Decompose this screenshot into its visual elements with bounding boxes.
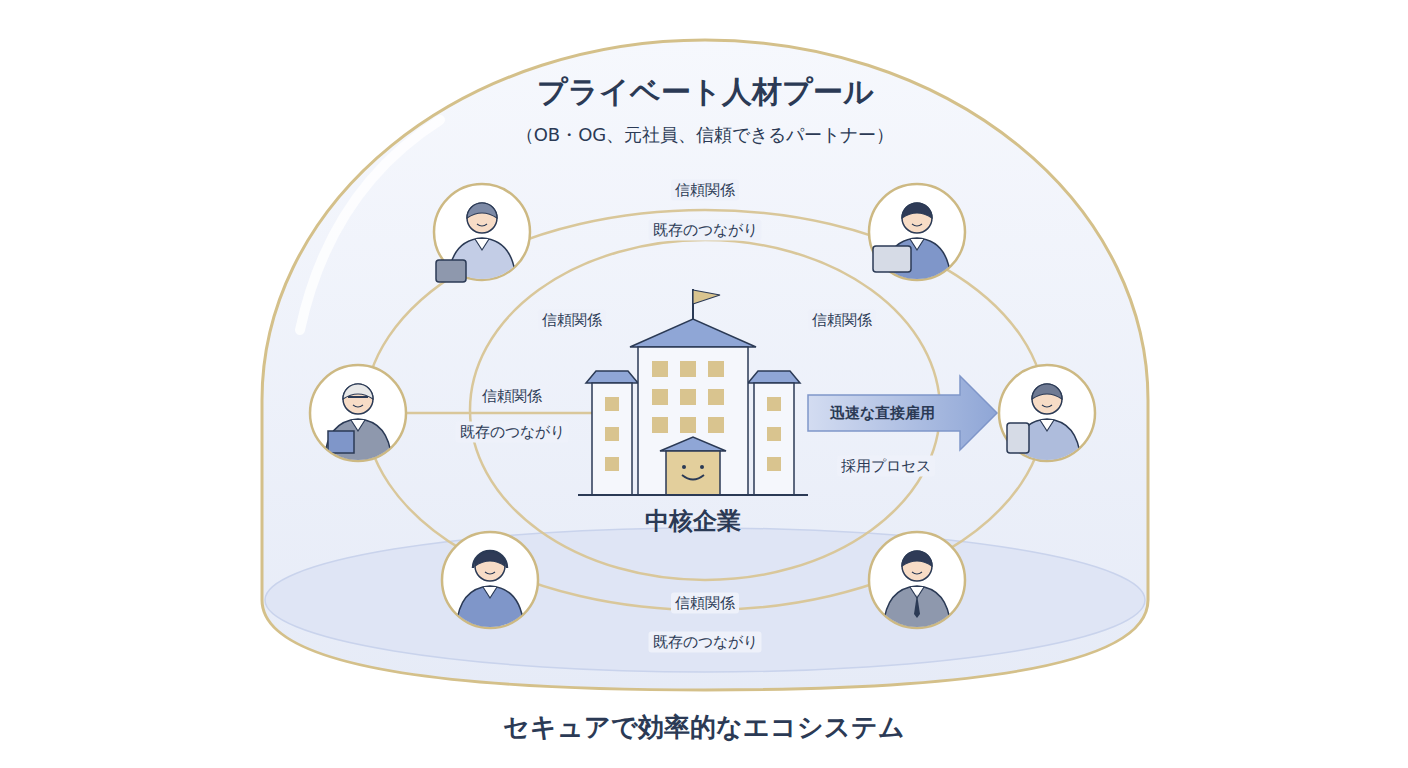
person-head [902,551,932,581]
door-roof [660,437,726,451]
person-head [343,384,373,414]
door [666,451,720,495]
person-body [883,586,951,630]
person-circle [869,532,965,628]
window [652,389,668,405]
inner-ring [470,240,940,580]
wing-roof [586,371,638,383]
window [708,417,724,433]
smile [682,475,704,480]
person-icon [442,532,538,630]
person-hair [467,203,497,218]
ground [578,494,808,496]
person-smile [1042,405,1052,407]
tablet [1007,423,1029,453]
relation-label: 信頼関係 [671,180,739,201]
window [708,389,724,405]
person-smile [477,224,487,226]
laptop [873,246,911,272]
pool-subtitle: （OB・OG、元社員、信頼できるパートナー） [250,123,1160,147]
person-collar [1040,420,1054,431]
person-head [467,203,497,233]
person-smile [353,405,363,407]
roof [630,319,756,347]
relation-label: 信頼関係 [478,386,546,407]
arrow-label: 採用プロセス [837,456,935,477]
relation-label: 信頼関係 [671,593,739,614]
folder [328,431,354,453]
arrow-label: 迅速な直接雇用 [826,403,939,424]
relation-label: 既存のつながり [456,422,569,443]
dome-highlight [300,120,440,330]
caption: セキュアで効率的なエコシステム [0,710,1408,745]
window [605,457,619,471]
person-icon [434,184,530,282]
briefcase [436,260,466,282]
window [680,417,696,433]
tower [638,347,748,495]
person-icon [310,365,406,463]
pool-title: プライベート人材プール [250,72,1160,113]
eye [700,465,704,469]
hire-arrow [808,376,997,450]
person-hair [343,384,373,399]
relation-label: 既存のつながり [649,220,762,241]
flag [693,290,720,304]
relation-label: 信頼関係 [808,310,876,331]
person-collar [351,420,365,431]
wing [754,383,794,495]
headset [473,551,507,568]
person-head [1032,384,1062,414]
dome-floor [265,528,1145,672]
relation-label: 既存のつながり [649,632,762,653]
person-smile [912,572,922,574]
wing-roof [748,371,800,383]
window [767,427,781,441]
relation-label: 信頼関係 [538,310,606,331]
window [767,457,781,471]
person-hair [902,551,932,566]
person-hair [1032,384,1062,399]
window [680,389,696,405]
window [605,427,619,441]
person-head [902,203,932,233]
person-hair [902,203,932,218]
glasses [348,396,368,398]
person-collar [910,239,924,250]
window [652,417,668,433]
person-body [324,419,392,463]
people [310,184,1095,630]
building-icon [578,285,808,499]
person-icon [999,365,1095,463]
person-smile [912,224,922,226]
person-smile [485,572,495,574]
window [652,361,668,377]
window [605,397,619,411]
company-name: 中核企業 [566,505,820,537]
person-collar [483,587,497,598]
link-line [406,412,600,415]
tie [914,594,920,618]
person-icon [869,532,965,630]
person-collar [475,239,489,250]
window [708,361,724,377]
window [680,361,696,377]
eye [682,465,686,469]
person-icon [869,184,965,282]
person-body [456,586,524,630]
wing [592,383,632,495]
window [767,397,781,411]
